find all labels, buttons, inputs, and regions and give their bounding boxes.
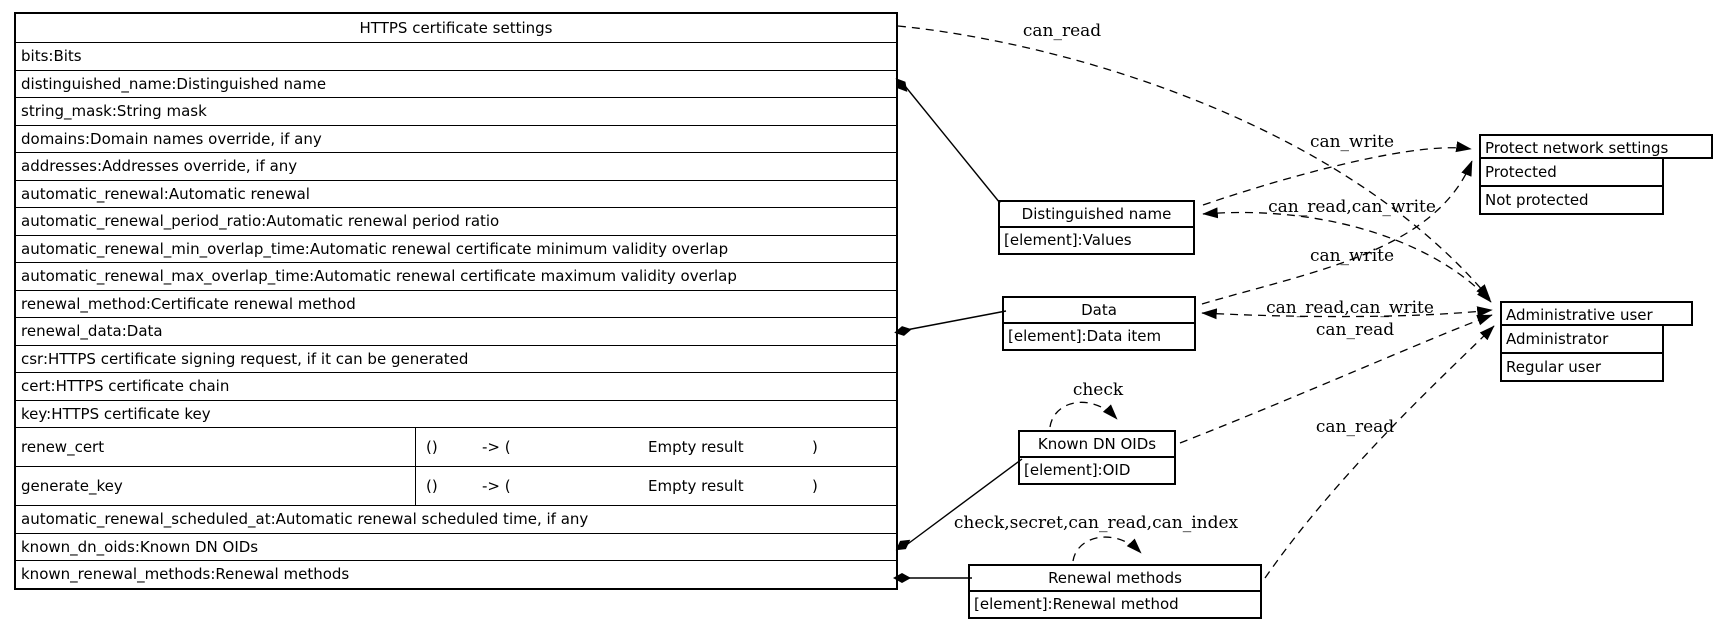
method-result: Empty result <box>648 477 744 495</box>
method-result: Empty result <box>648 438 744 456</box>
node-title: Known DN OIDs <box>1018 430 1176 458</box>
table-row-domains: domains:Domain names override, if any <box>16 124 896 153</box>
table-row-renewal-data: renewal_data:Data <box>16 317 896 345</box>
node-data: Data [element]:Data item <box>1002 296 1196 351</box>
edge-label-check-secret: check,secret,can_read,can_index <box>953 513 1239 533</box>
node-title: Protect network settings <box>1479 134 1713 159</box>
table-row-automatic-renewal: automatic_renewal:Automatic renewal <box>16 179 896 208</box>
method-close-paren: ) <box>812 438 818 456</box>
edge-data-can-write <box>1201 160 1473 305</box>
node-title: Distinguished name <box>998 200 1195 228</box>
node-administrative-user: Administrative user Administrator Regula… <box>1500 301 1693 382</box>
edge-label-dn-can-write: can_write <box>1309 132 1395 152</box>
table-row-cert: cert:HTTPS certificate chain <box>16 372 896 400</box>
enum-values: Protected Not protected <box>1479 157 1664 215</box>
node-title: Administrative user <box>1500 301 1693 326</box>
table-row-renewal-method: renewal_method:Certificate renewal metho… <box>16 289 896 318</box>
enum-value-regular-user: Regular user <box>1502 352 1662 380</box>
table-row-distinguished-name: distinguished_name:Distinguished name <box>16 69 896 98</box>
method-signature: () -> ( Empty result ) <box>416 428 896 466</box>
node-element-row: [element]:OID <box>1018 456 1176 485</box>
table-row-csr: csr:HTTPS certificate signing request, i… <box>16 344 896 373</box>
edge-renewal-can-read <box>1264 325 1495 579</box>
node-element-row: [element]:Data item <box>1002 322 1196 351</box>
node-distinguished-name: Distinguished name [element]:Values <box>998 200 1195 255</box>
method-args: () <box>426 477 438 495</box>
table-row-automatic-renewal-scheduled-at: automatic_renewal_scheduled_at:Automatic… <box>16 505 896 533</box>
edge-label-check: check <box>1072 380 1124 400</box>
edge-label-known-dn-can-read: can_read <box>1315 320 1395 340</box>
edge-check-self-loop <box>1049 401 1118 428</box>
enum-value-not-protected: Not protected <box>1481 185 1662 213</box>
table-row-known-dn-oids: known_dn_oids:Known DN OIDs <box>16 532 896 561</box>
method-signature: () -> ( Empty result ) <box>416 467 896 505</box>
method-close-paren: ) <box>812 477 818 495</box>
line-distinguished-name <box>904 85 1001 204</box>
table-row-automatic-renewal-min-overlap: automatic_renewal_min_overlap_time:Autom… <box>16 234 896 263</box>
edge-label-renewal-can-read: can_read <box>1315 417 1395 437</box>
line-renewal-data <box>905 310 1007 331</box>
table-row-known-renewal-methods: known_renewal_methods:Renewal methods <box>16 560 896 588</box>
node-element-row: [element]:Renewal method <box>968 590 1262 619</box>
enum-value-protected: Protected <box>1485 163 1557 181</box>
table-row-bits: bits:Bits <box>16 42 896 70</box>
enum-values: Administrator Regular user <box>1500 324 1664 382</box>
node-element-row: [element]:Values <box>998 226 1195 255</box>
node-title: Data <box>1002 296 1196 324</box>
node-renewal-methods: Renewal methods [element]:Renewal method <box>968 564 1262 619</box>
table-row-addresses: addresses:Addresses override, if any <box>16 152 896 180</box>
edge-check-secret-self-loop <box>1072 536 1142 562</box>
method-name: renew_cert <box>16 428 416 466</box>
table-title: HTTPS certificate settings <box>359 19 553 37</box>
table-row-automatic-renewal-max-overlap: automatic_renewal_max_overlap_time:Autom… <box>16 262 896 290</box>
table-row-key: key:HTTPS certificate key <box>16 399 896 428</box>
edge-label-data-can-write: can_write <box>1309 246 1395 266</box>
edge-settings-can-read <box>897 25 1491 300</box>
method-arrow: -> ( <box>482 438 511 456</box>
node-protect-network-settings: Protect network settings Protected Not p… <box>1479 134 1713 215</box>
edge-label-dn-can-read-write: can_read,can_write <box>1268 197 1436 217</box>
table-row-string-mask: string_mask:String mask <box>16 97 896 125</box>
table-row-renew-cert: renew_cert () -> ( Empty result ) <box>16 427 896 466</box>
method-args: () <box>426 438 438 456</box>
edge-label-can-read-top: can_read <box>1022 21 1102 41</box>
method-arrow: -> ( <box>482 477 511 495</box>
table-row-automatic-renewal-period-ratio: automatic_renewal_period_ratio:Automatic… <box>16 207 896 235</box>
node-title: Renewal methods <box>968 564 1262 592</box>
https-certificate-settings-table: HTTPS certificate settings bits:Bits dis… <box>14 12 898 590</box>
method-name: generate_key <box>16 467 416 505</box>
enum-value-administrator: Administrator <box>1506 330 1609 348</box>
edge-label-data-can-read-write: can_read,can_write <box>1266 298 1434 318</box>
node-known-dn-oids: Known DN OIDs [element]:OID <box>1018 430 1176 485</box>
table-row-generate-key: generate_key () -> ( Empty result ) <box>16 466 896 505</box>
